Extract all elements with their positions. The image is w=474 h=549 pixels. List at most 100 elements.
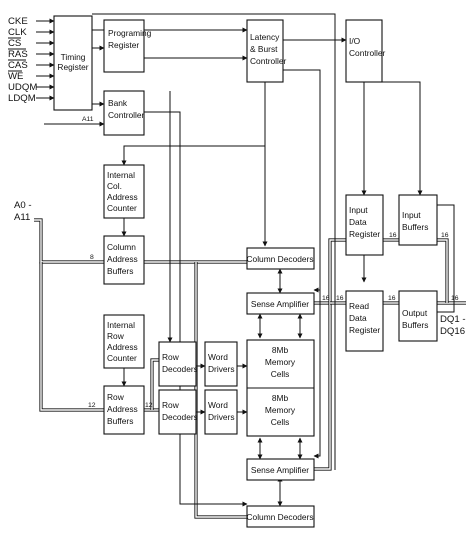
memory-cells-label: Cells [271, 369, 290, 379]
bank-controller-label: Bank [108, 98, 128, 108]
input-buffers-label: Buffers [402, 222, 428, 232]
input-data-register-label: Register [349, 229, 380, 239]
col-counter-label: Counter [107, 203, 137, 213]
control-lines [36, 13, 455, 507]
signal-label-cs: CS [8, 38, 21, 49]
column-decoders-label: Column Decoders [246, 512, 313, 522]
io-controller-block: I/O Controller [345, 19, 386, 83]
read-data-register-block: Read Data Register [345, 290, 384, 352]
bus-width-col-address: 8 [90, 254, 94, 261]
row-decoders-top-block: Row Decoders [158, 341, 198, 387]
row-decoders-bottom-block: Row Decoders [158, 389, 198, 435]
address-label-a11: A11 [14, 212, 30, 223]
row-buffers-label: Address [107, 404, 138, 414]
col-counter-block: Internal Col. Address Counter [103, 164, 145, 219]
col-counter-label: Address [107, 192, 138, 202]
memory-cells-label: Cells [271, 417, 290, 427]
col-buffers-block: Column Address Buffers [103, 235, 145, 285]
signal-label-ras: RAS [8, 49, 28, 60]
io-controller-label: Controller [349, 48, 386, 58]
programming-register-block: Programing Register [103, 19, 152, 73]
row-counter-block: Internal Row Address Counter [103, 314, 145, 369]
signal-label-we: WE [8, 71, 23, 82]
bus-width-output-dq: 16 [451, 295, 459, 302]
memory-cells-block: 8Mb Memory Cells 8Mb Memory Cells [246, 339, 315, 437]
bus-width-row-address: 12 [88, 402, 96, 409]
latency-controller-block: Latency & Burst Controller [246, 19, 287, 83]
signal-label-cke: CKE [8, 16, 28, 27]
sense-amp-label: Sense Amplifier [251, 465, 309, 475]
bus-width-output-register: 16 [388, 295, 396, 302]
signal-label-udqm: UDQM [8, 82, 37, 93]
programming-register-label: Register [108, 40, 139, 50]
column-decoders-bottom-block: Column Decoders [246, 505, 315, 528]
timing-register-label: Timing [61, 52, 86, 62]
col-counter-label: Internal [107, 170, 135, 180]
output-buffers-block: Output Buffers [398, 290, 438, 342]
word-drivers-label: Word [208, 352, 228, 362]
row-decoders-label: Row [162, 352, 180, 362]
col-buffers-label: Address [107, 254, 138, 264]
latency-controller-label: Controller [250, 56, 287, 66]
row-counter-label: Address [107, 342, 138, 352]
sense-amp-label: Sense Amplifier [251, 299, 309, 309]
signal-label-ldqm: LDQM [8, 93, 36, 104]
bank-controller-label: Controller [108, 110, 145, 120]
memory-cells-label: Memory [265, 405, 296, 415]
word-drivers-label: Drivers [208, 412, 235, 422]
column-decoders-label: Column Decoders [246, 254, 313, 264]
col-buffers-label: Buffers [107, 266, 133, 276]
row-decoders-label: Row [162, 400, 180, 410]
word-drivers-label: Word [208, 400, 228, 410]
col-counter-label: Col. [107, 181, 122, 191]
word-drivers-label: Drivers [208, 364, 235, 374]
column-decoders-top-block: Column Decoders [246, 247, 315, 270]
address-label-a0: A0 - [14, 200, 32, 211]
programming-register-label: Programing [108, 28, 152, 38]
memory-cells-label: Memory [265, 357, 296, 367]
output-buffers-label: Buffers [402, 320, 428, 330]
memory-cells-label: 8Mb [272, 393, 289, 403]
row-buffers-label: Buffers [107, 416, 133, 426]
input-data-register-label: Data [349, 217, 367, 227]
input-data-register-label: Input [349, 205, 368, 215]
col-buffers-label: Column [107, 242, 136, 252]
timing-register-block: Timing Register [53, 15, 93, 111]
row-decoders-label: Decoders [162, 412, 198, 422]
bus-width-input-register: 16 [389, 232, 397, 239]
signal-label-clk: CLK [8, 27, 27, 38]
bank-controller-block: Bank Controller [103, 90, 145, 136]
latency-controller-label: & Burst [250, 44, 278, 54]
memory-cells-label: 8Mb [272, 345, 289, 355]
input-data-register-block: Input Data Register [345, 194, 384, 256]
row-counter-label: Internal [107, 320, 135, 330]
row-decoders-label: Decoders [162, 364, 198, 374]
bus-width-sense-right: 16 [336, 295, 344, 302]
row-buffers-label: Row [107, 392, 125, 402]
input-signal-labels: CKE CLK CS RAS CAS WE UDQM LDQM [8, 16, 37, 104]
output-buffers-label: Output [402, 308, 428, 318]
latency-controller-label: Latency [250, 32, 280, 42]
word-drivers-top-block: Word Drivers [204, 341, 238, 387]
timing-register-label: Register [57, 62, 88, 72]
bus-width-row-decoder: 12 [145, 402, 153, 409]
dq-label-dq1: DQ1 - [440, 314, 466, 325]
sense-amp-bottom-block: Sense Amplifier [246, 458, 315, 481]
word-drivers-bottom-block: Word Drivers [204, 389, 238, 435]
row-counter-label: Counter [107, 353, 137, 363]
bus-width-input-buffers: 16 [441, 232, 449, 239]
signal-label-cas: CAS [8, 60, 28, 71]
input-buffers-block: Input Buffers [398, 194, 438, 246]
dq-label-dq16: DQ16 [440, 326, 465, 337]
bus-width-sense-left: 16 [322, 295, 330, 302]
a11-bank-label: A11 [82, 116, 94, 123]
bus-width-labels: 8 12 12 16 16 16 16 16 16 [88, 232, 459, 409]
row-counter-label: Row [107, 331, 125, 341]
read-data-register-label: Register [349, 325, 380, 335]
io-controller-label: I/O [349, 36, 361, 46]
read-data-register-label: Read [349, 301, 369, 311]
sense-amp-top-block: Sense Amplifier [246, 292, 315, 315]
row-buffers-block: Row Address Buffers [103, 385, 145, 435]
input-buffers-label: Input [402, 210, 421, 220]
